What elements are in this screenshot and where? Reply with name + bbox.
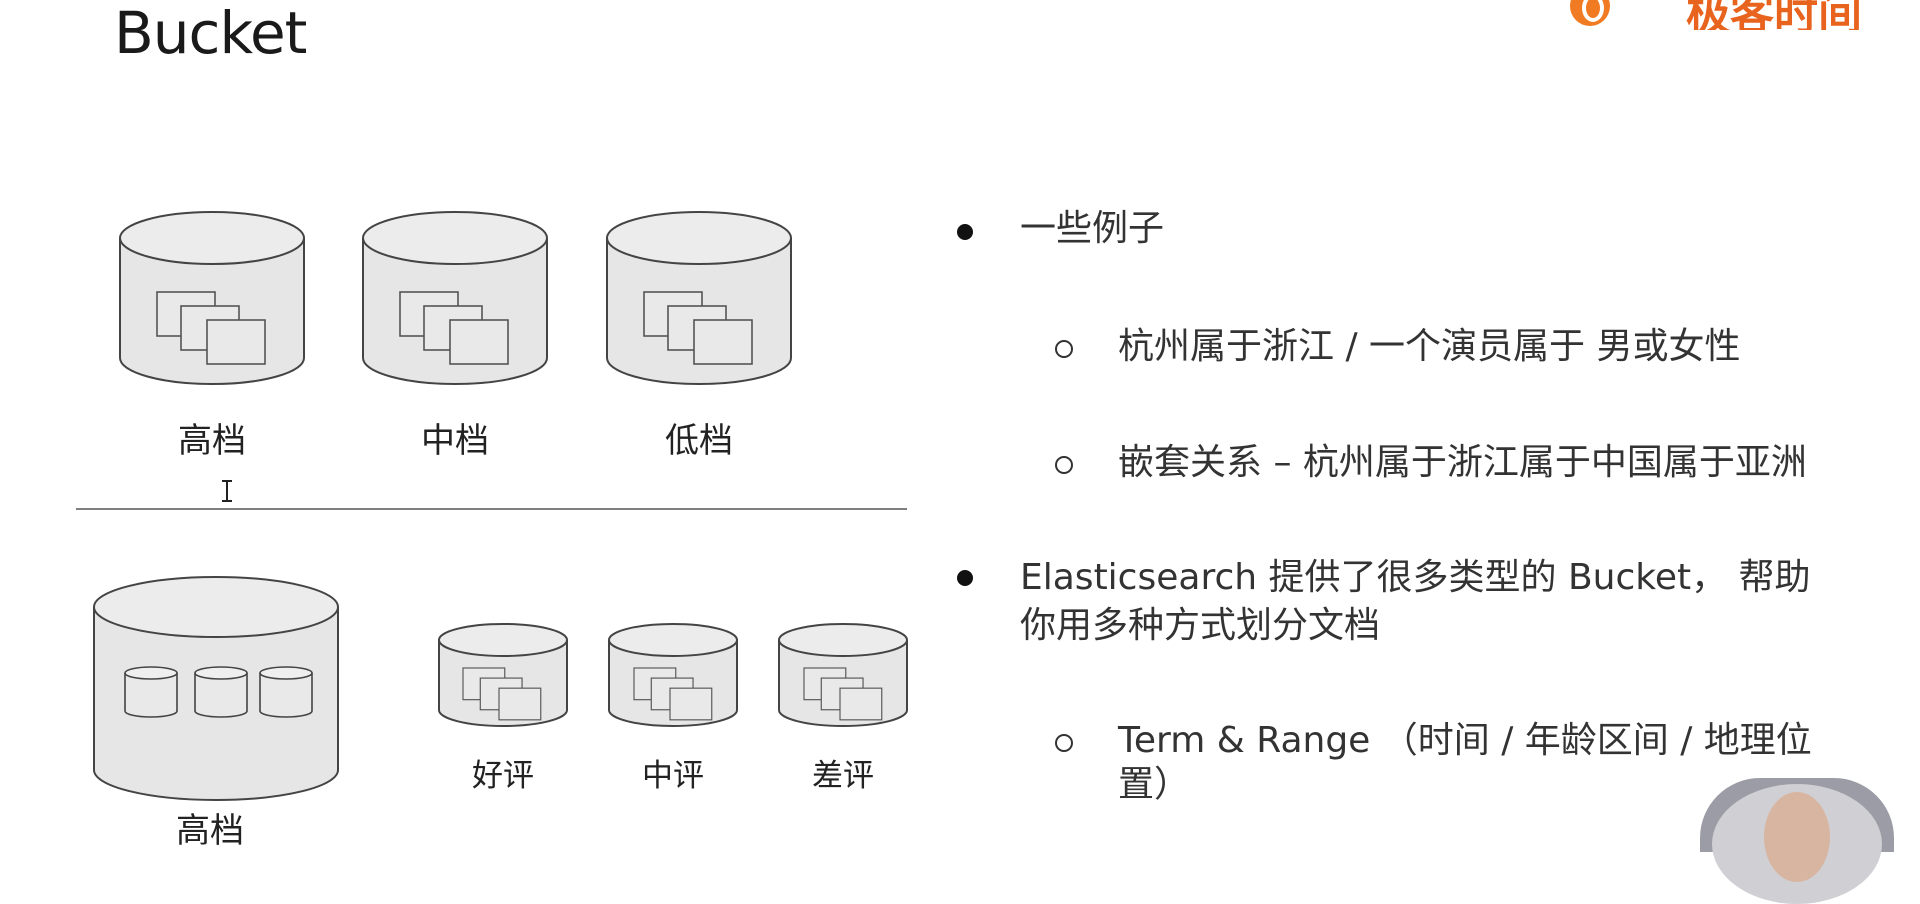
bucket-diagram: 高档 中档 低档 高档 — [76, 211, 908, 851]
bucket-cylinder-bad — [778, 623, 908, 727]
sub-bullet-ring — [1055, 456, 1073, 474]
bullet-dot — [957, 224, 973, 240]
label-mid: 中档 — [421, 421, 489, 461]
label-high: 高档 — [178, 421, 246, 461]
label-neutral-review: 中评 — [642, 758, 704, 794]
bucket-cylinder-high-nested — [93, 576, 339, 801]
bucket-cylinder-high — [119, 211, 305, 385]
bucket-cylinder-good — [438, 623, 568, 727]
sub-bullet-text: 杭州属于浙江 / 一个演员属于 男或女性 — [1118, 326, 1741, 367]
sub-bullet-text: Term & Range （时间 / 年龄区间 / 地理位 — [1118, 720, 1812, 761]
nested-bucket-icon — [194, 666, 248, 718]
sub-bullet-text-continued: 置） — [1118, 764, 1191, 805]
brand-logo: 极客时间 — [1562, 0, 1862, 30]
text-cursor-icon — [222, 480, 232, 502]
logo-text: 极客时间 — [1686, 0, 1862, 30]
logo-mark-icon — [1570, 0, 1610, 26]
slide-title: Bucket — [114, 0, 307, 67]
bucket-cylinder-neutral — [608, 623, 738, 727]
bullet-text-continued: 你用多种方式划分文档 — [1020, 605, 1381, 646]
label-bad-review: 差评 — [812, 758, 874, 794]
sub-bullet-ring — [1055, 734, 1073, 752]
presenter-avatar — [1764, 792, 1830, 882]
sub-bullet-text: 嵌套关系 – 杭州属于浙江属于中国属于亚洲 — [1118, 442, 1807, 483]
bullet-text: 一些例子 — [1020, 208, 1165, 249]
nested-bucket-icon — [259, 666, 313, 718]
bullet-text: Elasticsearch 提供了很多类型的 Bucket， 帮助 — [1020, 557, 1811, 598]
presenter-video — [1712, 784, 1882, 904]
nested-bucket-icon — [124, 666, 178, 718]
sub-bullet-ring — [1055, 340, 1073, 358]
bucket-cylinder-mid — [362, 211, 548, 385]
bucket-cylinder-low — [606, 211, 792, 385]
bullet-dot — [957, 570, 973, 586]
label-good-review: 好评 — [472, 758, 534, 794]
label-low: 低档 — [665, 421, 733, 461]
label-high-nested: 高档 — [176, 811, 244, 851]
